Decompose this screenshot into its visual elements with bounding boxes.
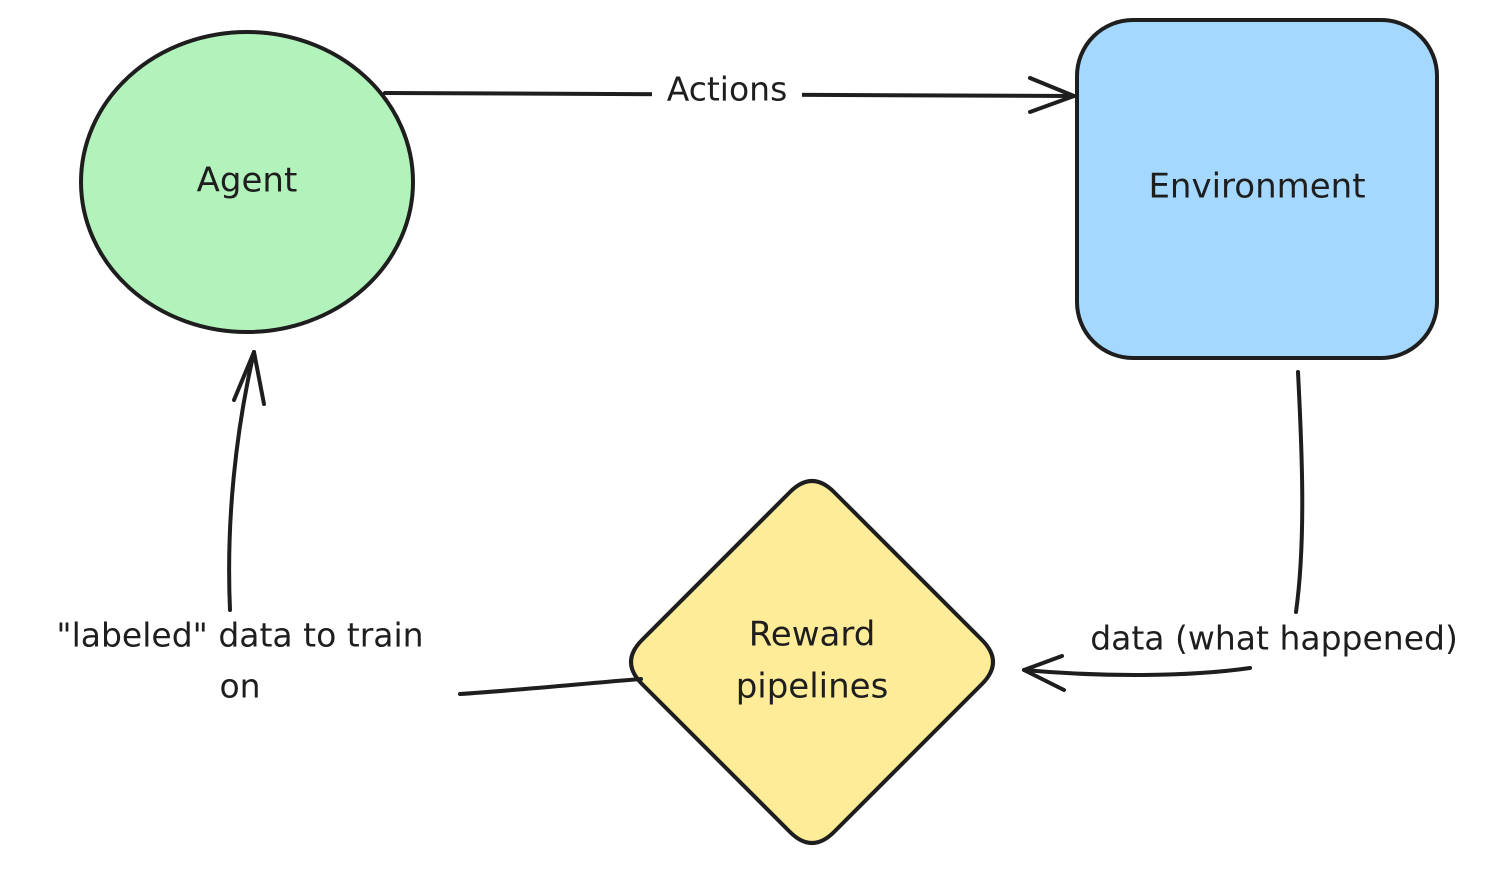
actions-arrow-head bbox=[1028, 76, 1076, 114]
reward-label-line1: Reward bbox=[749, 615, 876, 655]
agent-circle-shape bbox=[79, 30, 415, 334]
reward-diamond-shape bbox=[629, 479, 995, 845]
labeled-data-label-line1: "labeled" data to train bbox=[56, 616, 423, 655]
labeled-data-arrow[interactable]: "labeled" data to train on bbox=[56, 350, 643, 706]
labeled-data-arrow-head bbox=[232, 350, 266, 406]
environment-node[interactable]: Environment bbox=[1075, 18, 1439, 360]
actions-label: Actions bbox=[667, 70, 788, 109]
agent-node[interactable]: Agent bbox=[79, 30, 415, 334]
labeled-data-label-line2: on bbox=[219, 667, 260, 706]
actions-arrow[interactable]: Actions bbox=[383, 70, 1076, 114]
environment-label: Environment bbox=[1148, 167, 1365, 207]
data-what-happened-arrow[interactable]: data (what happened) bbox=[1022, 370, 1458, 692]
agent-label: Agent bbox=[197, 161, 298, 201]
reward-pipelines-node[interactable]: Reward pipelines bbox=[629, 479, 995, 845]
data-what-happened-label: data (what happened) bbox=[1090, 619, 1458, 658]
actions-label-bg bbox=[652, 70, 802, 112]
environment-box-shape bbox=[1075, 18, 1439, 360]
data-what-happened-arrow-line bbox=[1022, 370, 1305, 677]
labeled-data-arrow-line bbox=[227, 350, 643, 696]
data-what-happened-arrow-head bbox=[1022, 654, 1066, 692]
reward-label-line2: pipelines bbox=[736, 667, 889, 707]
